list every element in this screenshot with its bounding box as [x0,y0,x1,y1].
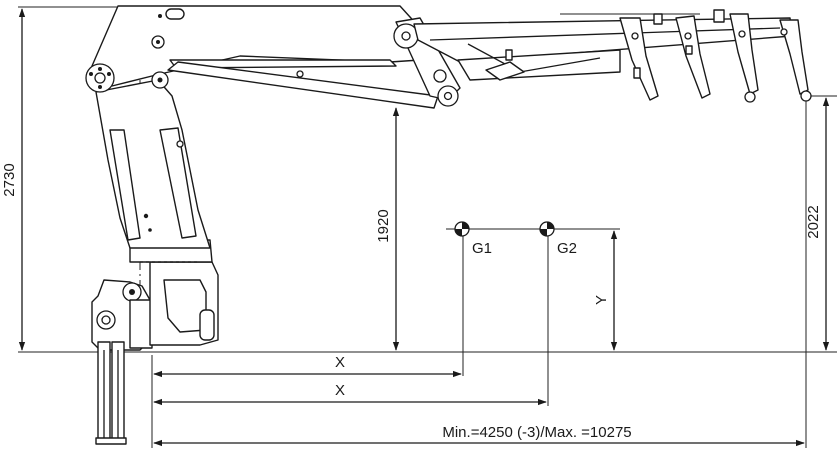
stabilizer-foot [95,437,127,445]
boom-cylinder [167,61,439,109]
centre-of-gravity: G1 G2 [446,221,620,406]
dimension-pivot-height: 1920 [375,107,400,351]
dimension-tip-height: 2022 [805,97,830,351]
x-g2-label: X [335,382,345,399]
g2-label: G2 [557,240,577,257]
tip-height-label: 2022 [805,205,822,238]
extension-brackets [619,9,812,103]
x-g1-label: X [335,354,345,371]
reach-label: Min.=4250 (-3)/Max. =10275 [442,424,631,441]
boom-tip-icon [800,90,812,102]
dimension-total-height: 2730 [1,8,26,351]
g1-label: G1 [472,240,492,257]
bracket-1 [619,17,659,101]
dimension-reach: Min.=4250 (-3)/Max. =10275 [153,424,805,447]
y-label: Y [593,295,610,305]
crane-base [91,239,219,445]
dimension-y: Y [593,230,618,351]
outer-boom [167,13,793,109]
total-height-label: 2730 [1,163,18,196]
bracket-4 [779,19,809,95]
dimension-x-g1: X [153,354,462,378]
g2-marker-icon [539,221,555,237]
crane-column [95,79,211,249]
column-cylinder [159,127,197,239]
g1-marker-icon [454,221,470,237]
pivot-height-label: 1920 [375,209,392,242]
bracket-3 [729,13,759,95]
dimension-x-g2: X [153,382,547,406]
